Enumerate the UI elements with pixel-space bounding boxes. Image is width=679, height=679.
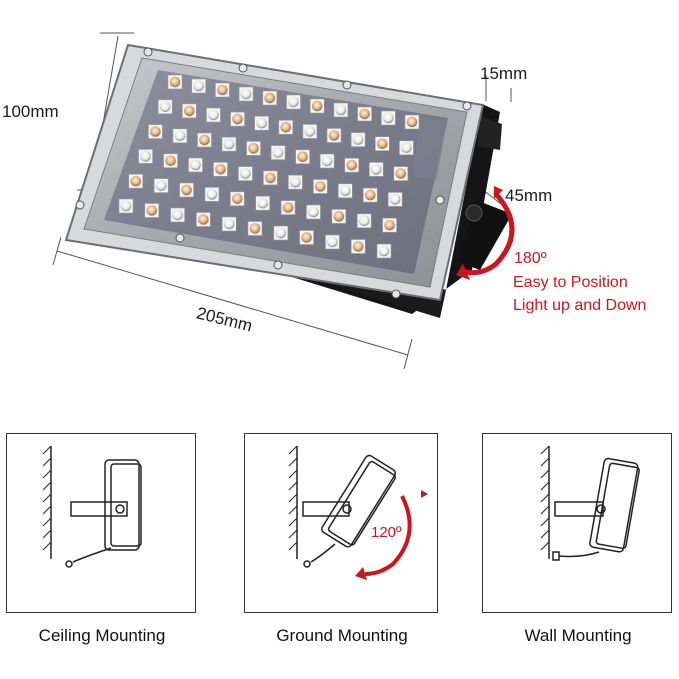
ceiling-mount-icon — [42, 445, 142, 568]
led-chip — [159, 101, 171, 113]
led-chip — [232, 113, 243, 125]
led-chip — [199, 134, 210, 146]
led-chip — [383, 112, 394, 124]
led-chip — [321, 155, 333, 167]
led-grid — [118, 74, 420, 259]
depth-label: 15mm — [480, 64, 528, 83]
tilt-arrow-icon — [364, 495, 412, 576]
led-chip — [352, 241, 364, 252]
led-chip — [272, 147, 284, 158]
led-chip — [174, 130, 186, 142]
led-chip — [282, 202, 294, 213]
rotation-line2: Light up and Down — [513, 297, 647, 314]
led-chip — [315, 181, 326, 192]
led-chip — [358, 215, 370, 227]
led-chip — [275, 227, 287, 239]
bracket-label: 45mm — [505, 186, 553, 205]
ceiling-mounting-panel: Ceiling Mounting — [6, 433, 196, 645]
led-chip — [240, 88, 252, 100]
led-chip — [346, 159, 358, 171]
led-chip — [184, 105, 195, 117]
led-chip — [297, 151, 308, 163]
led-chip — [335, 104, 347, 116]
led-chip — [257, 197, 269, 209]
led-chip — [140, 151, 151, 162]
led-chip — [364, 189, 376, 201]
floodlight-illustration — [52, 32, 515, 370]
ceiling-caption: Ceiling Mounting — [38, 626, 166, 645]
led-chip — [130, 175, 142, 187]
rotation-angle: 180º — [514, 250, 547, 267]
led-chip — [333, 211, 345, 222]
bracket-knob — [465, 204, 483, 222]
led-chip — [172, 209, 183, 221]
led-chip — [240, 168, 251, 179]
led-chip — [215, 164, 226, 175]
led-chip — [301, 232, 312, 243]
arrowhead-icon — [456, 264, 470, 280]
led-chip — [359, 108, 370, 120]
wall-mounting-panel: Wall Mounting — [482, 433, 672, 645]
frame-screws — [75, 47, 472, 299]
led-chip — [181, 184, 192, 196]
led-chip — [328, 130, 340, 141]
led-chip — [370, 164, 382, 175]
led-chip — [120, 200, 132, 212]
led-chip — [165, 155, 176, 166]
led-chip — [339, 185, 351, 197]
led-chip — [395, 168, 407, 179]
led-chip — [155, 180, 167, 191]
led-chip — [378, 245, 390, 257]
led-chip — [193, 80, 204, 92]
led-chip — [206, 189, 218, 200]
rotation-arrow-icon — [463, 191, 515, 276]
led-chip — [288, 96, 299, 108]
led-chip — [406, 116, 418, 128]
led-chip — [389, 194, 401, 205]
led-chip — [280, 122, 292, 133]
led-chip — [265, 172, 276, 184]
led-chip — [248, 143, 259, 154]
led-chip — [190, 159, 201, 171]
led-chip — [249, 223, 261, 234]
led-chip — [308, 206, 319, 218]
led-chip — [311, 100, 323, 112]
led-chip — [290, 176, 301, 188]
led-chip — [217, 84, 228, 96]
led-chip — [198, 214, 209, 225]
wall-caption: Wall Mounting — [524, 626, 632, 645]
arrowhead-icon — [494, 186, 503, 199]
driver-module — [410, 116, 448, 180]
ground-caption: Ground Mounting — [276, 626, 408, 645]
led-chip — [352, 134, 364, 145]
led-chip — [264, 92, 276, 104]
led-chip — [304, 126, 316, 137]
ground-angle: 120º — [371, 524, 402, 541]
rotation-line1: Easy to Position — [513, 274, 628, 291]
ground-mounting-panel: 120º Ground Mounting — [244, 433, 438, 645]
led-chip — [256, 117, 267, 129]
led-chip — [401, 142, 412, 154]
led-chip — [384, 219, 395, 231]
height-label: 100mm — [2, 102, 59, 121]
led-chip — [232, 193, 243, 205]
led-chip — [169, 76, 181, 88]
led-chip — [223, 218, 235, 230]
led-chip — [223, 138, 235, 150]
led-chip — [208, 109, 219, 121]
led-chip — [150, 126, 161, 137]
led-chip — [376, 138, 388, 149]
ground-mount-icon — [288, 445, 428, 580]
led-chip — [327, 236, 338, 248]
wall-mount-icon — [540, 445, 640, 561]
led-chip — [146, 205, 158, 216]
